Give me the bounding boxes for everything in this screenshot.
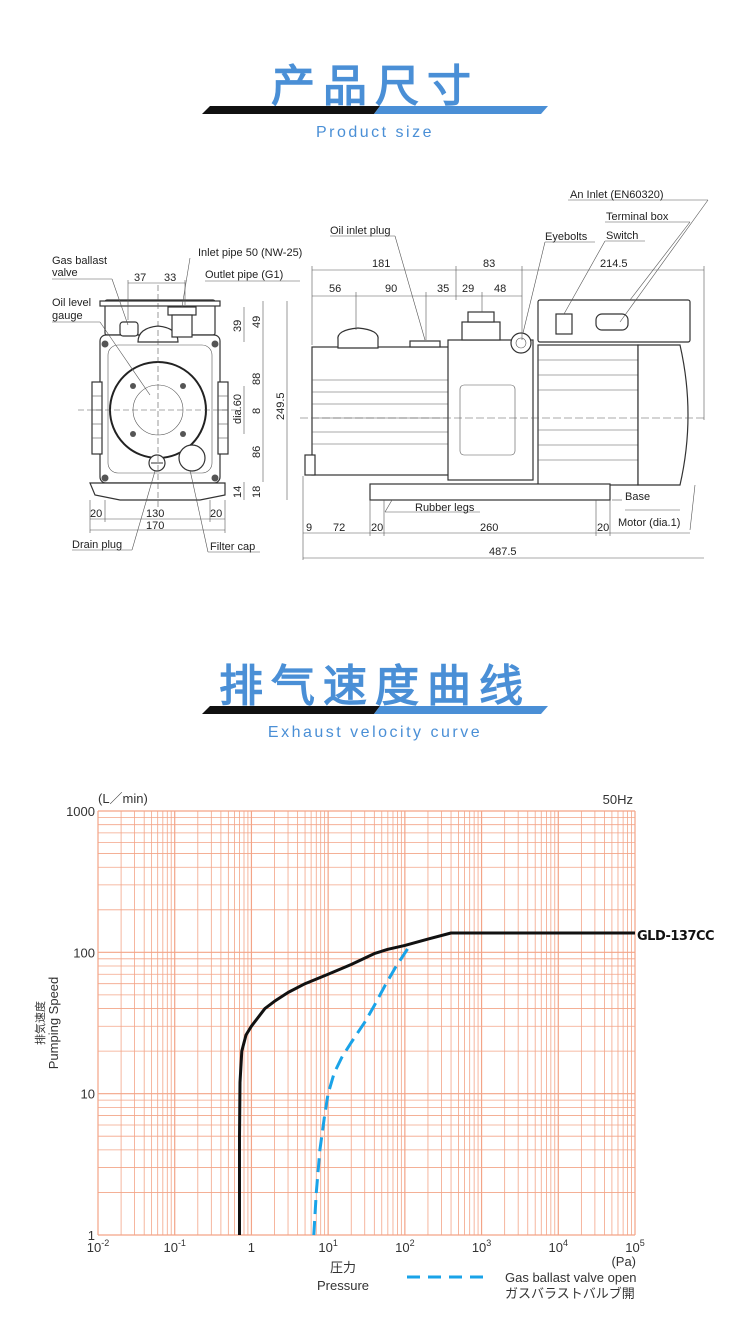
x-tick-label: 1 [248,1240,255,1255]
x-tick-label: 104 [549,1238,568,1255]
x-axis-label-ja: 圧力 [330,1260,356,1275]
legend-label-gas-ballast: Gas ballast valve open [505,1270,637,1285]
title-bar-dark [202,106,380,114]
x-tick-label: 10-1 [163,1238,185,1255]
drain-plug-side [304,454,316,476]
dim-72: 72 [333,522,345,534]
title-bar-blue [374,106,548,114]
chart-grid [97,810,636,1236]
dim-9: 9 [306,522,312,534]
filter-cap [178,444,206,472]
label-drain-plug: Drain plug [72,539,122,551]
dim-14: 14 [232,486,244,498]
x-axis-label: Pressure [317,1278,369,1293]
y-tick-label: 10 [81,1087,95,1102]
label-gas-ballast-valve-2: valve [52,267,78,279]
curve-gld-137cc [238,931,635,1235]
y-axis-label: Pumping Speed [46,977,61,1070]
inlet-pipe [167,306,197,316]
dim-dia60: dia.60 [232,394,244,424]
dim-83: 83 [483,258,495,270]
dim-88: 88 [251,373,263,385]
dim-35: 35 [437,283,449,295]
dim-29: 29 [462,283,474,295]
dim-37: 37 [134,272,146,284]
front-view-drawing: Gas ballast valve Inlet pipe 50 (NW-25) … [52,247,302,553]
label-oil-inlet-plug: Oil inlet plug [330,225,391,237]
dim-170: 170 [146,520,164,532]
dim-86: 86 [251,446,263,458]
dim-260: 260 [480,522,498,534]
y-tick-label: 1 [88,1228,95,1243]
x-tick-label: 105 [625,1238,644,1255]
dim-49: 49 [251,316,263,328]
x-tick-label: 103 [472,1238,491,1255]
dim-56: 56 [329,283,341,295]
oil-cap [337,327,379,349]
dim-8: 8 [251,408,263,414]
dim-33: 33 [164,272,176,284]
oil-inlet-plug [409,340,441,348]
y-tick-label: 1000 [66,804,95,819]
section-subtitle-exhaust-curve: Exhaust velocity curve [267,724,483,741]
label-outlet-pipe: Outlet pipe (G1) [205,269,283,281]
label-motor: Motor (dia.1) [618,517,680,529]
motor-body [537,344,639,486]
label-base: Base [625,491,650,503]
dim-39: 39 [232,320,244,332]
label-oil-level-gauge-2: gauge [52,310,83,322]
dim-181: 181 [372,258,390,270]
label-an-inlet: An Inlet (EN60320) [570,189,664,201]
eyebolt [510,332,532,354]
dim-18: 18 [251,486,263,498]
title-bar-blue [374,706,548,714]
side-view-drawing: Oil inlet plug Eyebolts Switch Terminal … [300,189,709,560]
dim-214-5: 214.5 [600,258,628,270]
section-title-exhaust-curve: 排气速度曲线 [219,661,531,712]
label-eyebolts: Eyebolts [545,231,588,243]
label-rubber-legs: Rubber legs [415,502,475,514]
label-terminal-box: Terminal box [606,211,669,223]
y-tick-label: 100 [73,945,95,960]
base-plate [369,483,611,501]
label-inlet-pipe: Inlet pipe 50 (NW-25) [198,247,302,259]
power-inlet [595,313,629,331]
gas-ballast-valve [119,321,139,337]
x-tick-label: 101 [318,1238,337,1255]
outlet-pipe-side [467,311,495,323]
title-bar-dark [202,706,380,714]
x-tick-label: 102 [395,1238,414,1255]
dim-20-right: 20 [210,508,222,520]
y-unit-label: (L／min) [98,791,148,806]
series-label-gld-137cc: GLD-137CC [637,929,714,944]
section-title-product-size: 产品尺寸 [271,61,479,112]
dim-487-5: 487.5 [489,546,517,558]
chart-curves [238,931,635,1236]
label-filter-cap: Filter cap [210,541,255,553]
label-oil-level-gauge: Oil level [52,297,91,309]
curve-gas-ballast-open [312,942,413,1236]
dim-130: 130 [146,508,164,520]
dim-48: 48 [494,283,506,295]
section-subtitle-product-size: Product size [315,124,435,141]
dim-20-left: 20 [90,508,102,520]
dim-249-5: 249.5 [275,392,287,420]
frequency-label: 50Hz [603,792,633,807]
dim-20-right: 20 [597,522,609,534]
motor-cap [637,344,689,486]
label-gas-ballast-valve: Gas ballast [52,255,107,267]
dim-90: 90 [385,283,397,295]
x-tick-label: 10-2 [87,1238,109,1255]
legend-label-gas-ballast-ja: ガスバラストバルブ開 [505,1286,635,1301]
dim-20-left: 20 [371,522,383,534]
label-switch: Switch [606,230,638,242]
switch [555,313,573,335]
x-unit-label: (Pa) [611,1254,636,1269]
y-axis-label-ja: 排気速度 [33,1001,47,1045]
